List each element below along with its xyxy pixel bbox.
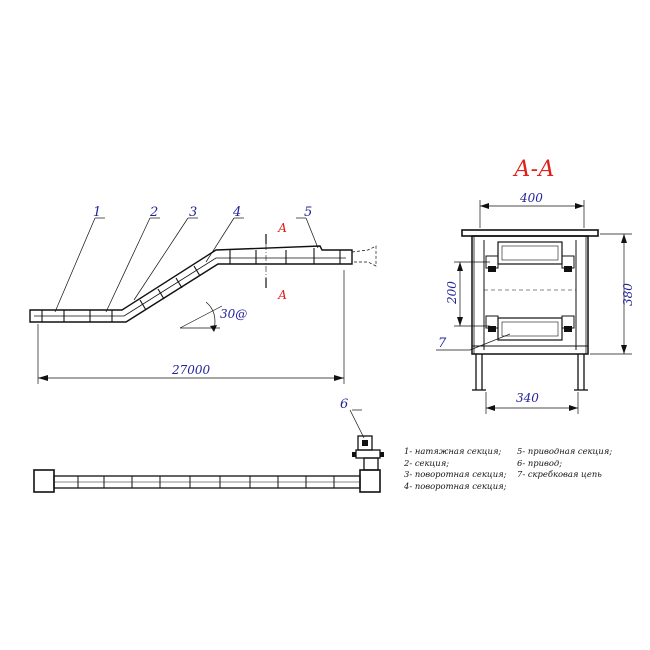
legend-item-6: 6- привод; — [517, 458, 562, 468]
section-title: А-А — [512, 157, 555, 182]
legend-item-4: 4- поворотная секция; — [403, 481, 507, 491]
length-dimension — [37, 270, 345, 384]
legend-item-2: 2- секция; — [403, 458, 449, 468]
section-mark-top: А — [277, 221, 287, 235]
angle-label: 30@ — [220, 307, 247, 321]
part-number-6: 6 — [340, 397, 348, 412]
dim-width-top-label: 400 — [519, 191, 543, 205]
dim-height — [590, 233, 632, 355]
legend-item-3: 3- поворотная секция; — [404, 469, 507, 479]
leader-lines — [54, 217, 319, 313]
part-number-2: 2 — [149, 205, 158, 220]
part-number-7: 7 — [438, 336, 447, 351]
part-number-1: 1 — [93, 205, 101, 220]
legend-item-1: 1- натяжная секция; — [404, 446, 501, 456]
legend: 1- натяжная секция; 2- секция; 3- поворо… — [403, 446, 612, 491]
dim-inner-height-label: 200 — [445, 281, 459, 305]
part-number-5: 5 — [304, 205, 312, 220]
dim-height-label: 380 — [621, 283, 635, 306]
dim-width-bottom — [485, 392, 579, 414]
dim-width-bottom-label: 340 — [516, 391, 539, 405]
part-number-4: 4 — [232, 205, 241, 220]
section-aa-view — [461, 229, 599, 391]
conveyor-plan-view — [33, 435, 384, 493]
legend-item-5: 5- приводная секция; — [517, 446, 612, 456]
length-label: 27000 — [171, 363, 211, 377]
conveyor-elevation — [29, 245, 377, 323]
dim-width-top — [479, 200, 585, 228]
legend-item-7: 7- скребковая цепь — [517, 469, 602, 479]
angle-annotation — [179, 301, 223, 332]
part-number-3: 3 — [189, 205, 197, 220]
section-mark-bottom: А — [277, 288, 287, 302]
